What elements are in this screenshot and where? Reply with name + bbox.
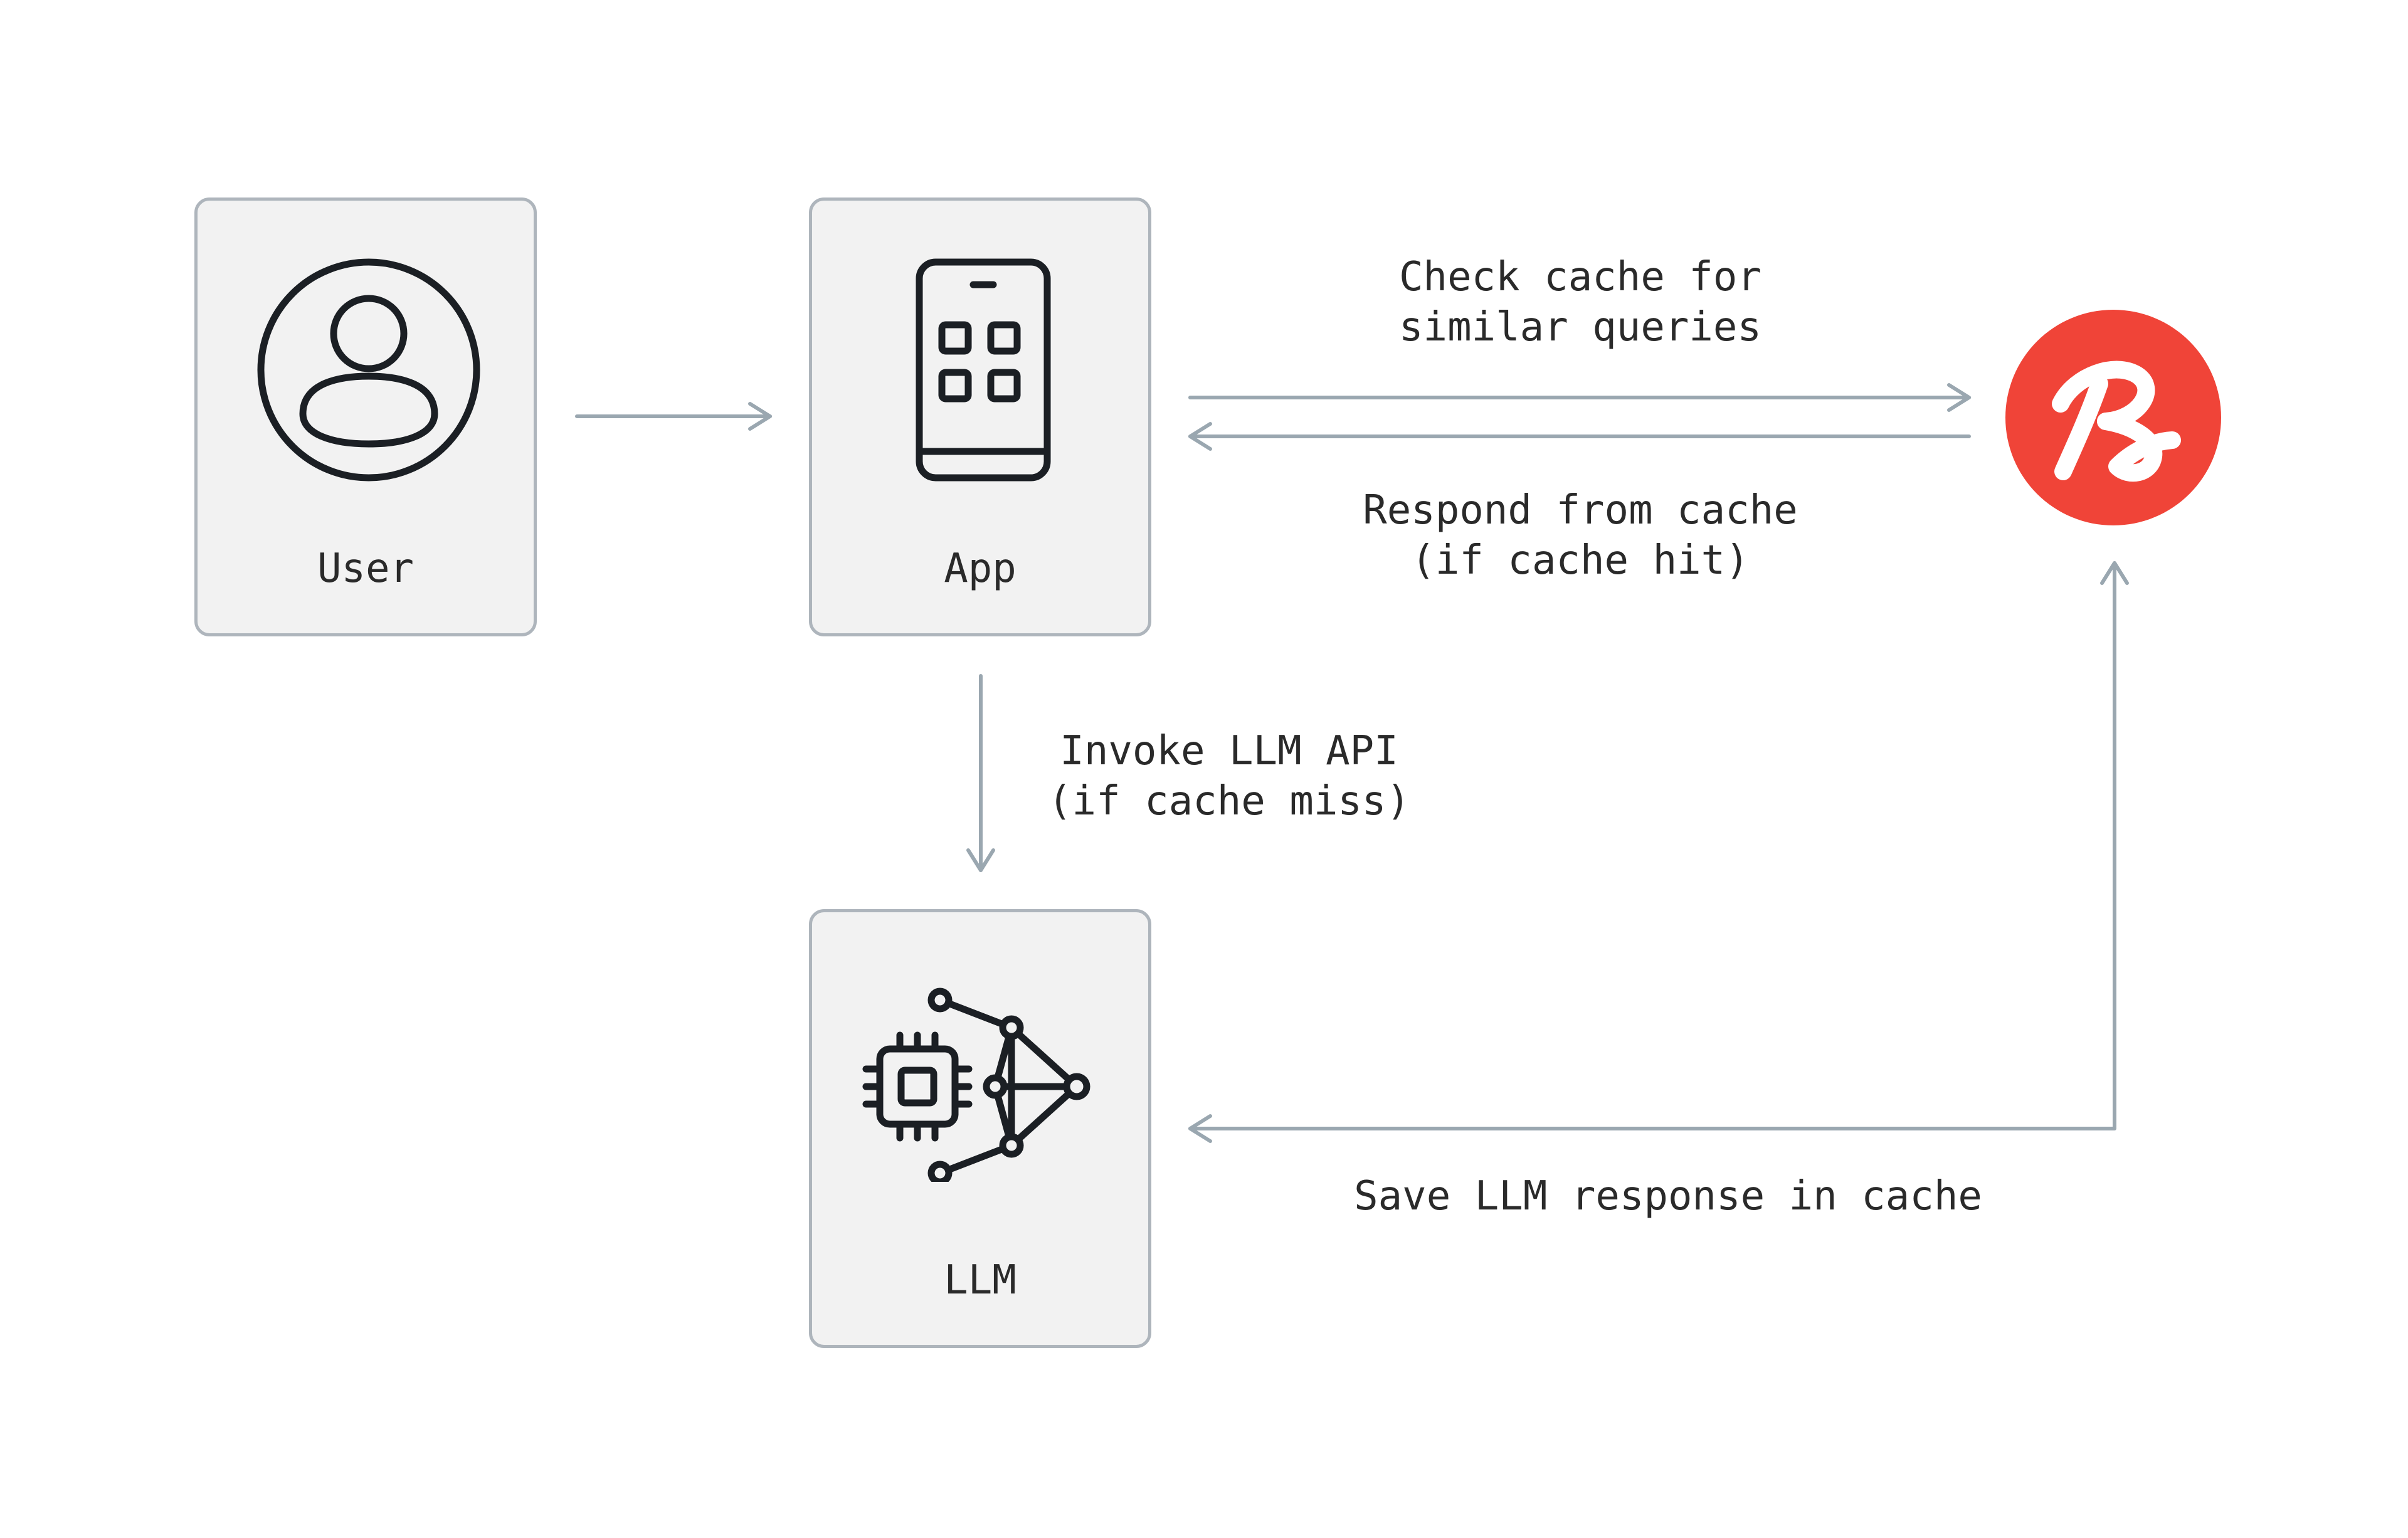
- arrow-save-to-cache: [1188, 561, 2129, 1143]
- invoke-llm-label: Invoke LLM API (if cache miss): [1048, 728, 1410, 824]
- app-label: App: [944, 545, 1017, 592]
- llm-node: LLM: [809, 909, 1151, 1348]
- check-cache-label: Check cache for similar queries: [1399, 254, 1761, 350]
- user-icon: [257, 258, 480, 482]
- arrow-user-to-app: [575, 402, 772, 431]
- respond-from-cache-label: Respond from cache (if cache hit): [1363, 487, 1798, 584]
- arrow-app-to-llm: [966, 674, 995, 872]
- arrow-app-to-cache: [1188, 383, 1971, 412]
- llm-network-icon: [862, 988, 1090, 1182]
- redis-logo: [2005, 310, 2221, 525]
- user-label: User: [317, 545, 415, 592]
- user-node: User: [194, 198, 537, 636]
- llm-label: LLM: [944, 1257, 1017, 1304]
- save-response-label: Save LLM response in cache: [1354, 1173, 1982, 1219]
- app-node: App: [809, 198, 1151, 636]
- mobile-app-icon: [916, 258, 1051, 482]
- arrow-cache-to-app: [1188, 422, 1971, 451]
